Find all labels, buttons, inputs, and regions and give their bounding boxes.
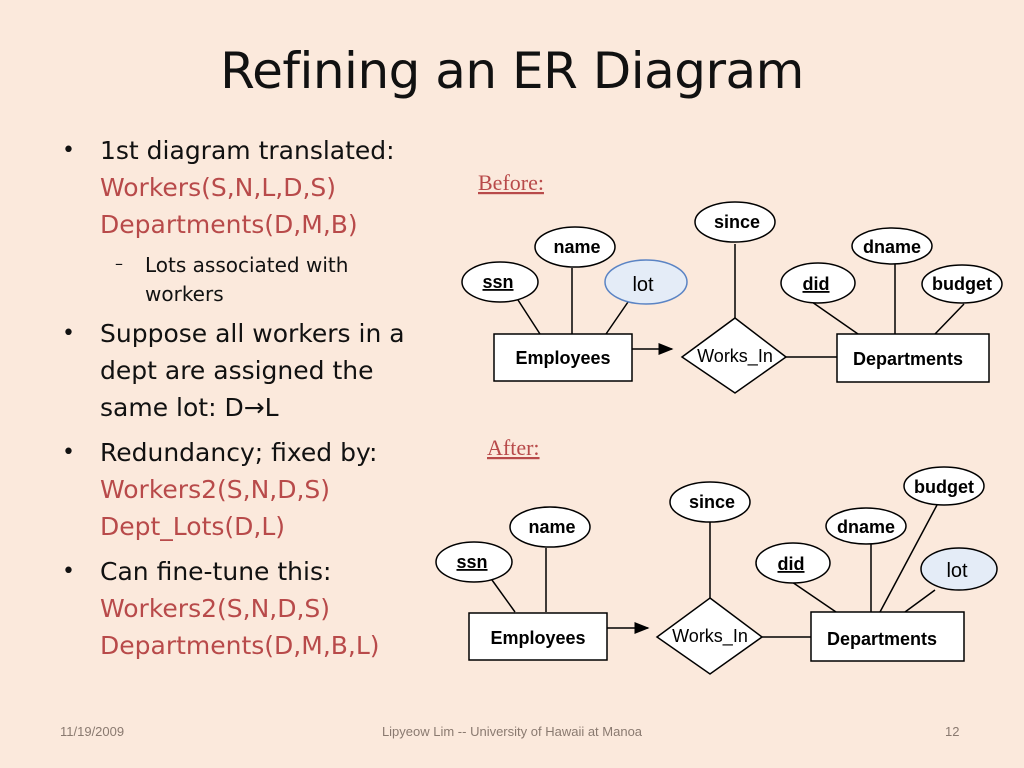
attr-name-label: name — [553, 237, 600, 257]
entity-employees: Employees — [493, 333, 633, 382]
relation-text: Departments(D,M,B) — [100, 210, 358, 239]
footer-date: 11/19/2009 — [60, 724, 125, 739]
attr-name: name — [509, 506, 591, 548]
attr-ssn-label: ssn — [482, 272, 513, 292]
attr-did: did — [755, 542, 831, 584]
before-connectors — [517, 244, 965, 358]
relation-text: Workers(S,N,L,D,S) — [100, 173, 337, 202]
bullet-text: same lot: D→L — [100, 389, 453, 426]
entity-departments-label: Departments — [827, 629, 937, 649]
after-heading: After: — [487, 435, 540, 460]
attr-dname-label: dname — [837, 517, 895, 537]
slide-title: Refining an ER Diagram — [220, 42, 804, 100]
bullet-text: Suppose all workers in a — [100, 319, 405, 348]
relation-text: Departments(D,M,B,L) — [100, 631, 380, 660]
sub-bullet-dash: – — [115, 254, 123, 273]
relationship-works-in-label: Works_In — [672, 626, 748, 647]
bullet-item-4: • Can fine-tune this: Workers2(S,N,D,S) … — [58, 553, 453, 664]
entity-departments-label: Departments — [853, 349, 963, 369]
before-heading: Before: — [478, 170, 544, 195]
sub-bullet-text: workers — [145, 282, 224, 306]
attr-budget-label: budget — [914, 477, 974, 497]
before-diagram: Before: ssn name lot since — [461, 170, 1003, 394]
entity-employees-label: Employees — [515, 348, 610, 368]
attr-dname: dname — [851, 227, 933, 265]
attr-since-label: since — [689, 492, 735, 512]
attr-lot-label: lot — [946, 560, 968, 582]
bullet-text: Can fine-tune this: — [100, 557, 332, 586]
attr-ssn-label: ssn — [456, 552, 487, 572]
sub-bullet-text: Lots associated with — [145, 253, 349, 277]
relation-text: Dept_Lots(D,L) — [100, 512, 286, 541]
attr-budget: budget — [921, 264, 1003, 304]
attr-name: name — [534, 226, 616, 268]
relation-text: Workers2(S,N,D,S) — [100, 475, 331, 504]
after-diagram: After: ssn name since did — [435, 435, 998, 675]
bullet-dot: • — [62, 321, 75, 346]
bullet-text: Redundancy; fixed by: — [100, 438, 378, 467]
relationship-works-in-label: Works_In — [697, 346, 773, 367]
entity-employees: Employees — [468, 612, 608, 661]
entity-departments: Departments — [810, 611, 965, 662]
fd-lhs: same lot: D — [100, 393, 244, 422]
attr-did-label: did — [803, 274, 830, 294]
attr-since-label: since — [714, 212, 760, 232]
attr-lot-highlighted: lot — [920, 547, 998, 591]
entity-employees-label: Employees — [490, 628, 585, 648]
attr-did: did — [780, 262, 856, 304]
sub-bullet-item: – Lots associated with workers — [58, 251, 453, 309]
bullet-item-2: • Suppose all workers in a dept are assi… — [58, 315, 453, 426]
relationship-works-in: Works_In — [655, 597, 764, 675]
bullet-text: 1st diagram translated: — [100, 136, 395, 165]
attr-dname-label: dname — [863, 237, 921, 257]
fd-rhs: L — [264, 393, 279, 422]
bullet-list: • 1st diagram translated: Workers(S,N,L,… — [58, 132, 453, 672]
attr-budget-label: budget — [932, 274, 992, 294]
relation-text: Workers2(S,N,D,S) — [100, 594, 331, 623]
bullet-dot: • — [62, 440, 75, 465]
relationship-works-in: Works_In — [680, 317, 788, 394]
footer-page-number: 12 — [945, 724, 960, 739]
bullet-item-3: • Redundancy; fixed by: Workers2(S,N,D,S… — [58, 434, 453, 545]
bullet-text: dept are assigned the — [100, 356, 374, 385]
bullet-item-1: • 1st diagram translated: Workers(S,N,L,… — [58, 132, 453, 243]
bullet-dot: • — [62, 559, 75, 584]
entity-departments: Departments — [836, 333, 990, 383]
bullet-dot: • — [62, 138, 75, 163]
attr-since: since — [669, 481, 751, 523]
attr-name-label: name — [528, 517, 575, 537]
after-connectors — [491, 504, 938, 638]
attr-lot-label: lot — [632, 274, 654, 296]
arrow-icon: → — [243, 393, 265, 422]
attr-since: since — [694, 201, 776, 243]
attr-budget: budget — [903, 466, 985, 506]
attr-dname: dname — [825, 507, 907, 545]
attr-lot-highlighted: lot — [604, 259, 688, 305]
footer-author: Lipyeow Lim -- University of Hawaii at M… — [381, 724, 643, 739]
attr-ssn: ssn — [435, 541, 513, 583]
attr-did-label: did — [778, 554, 805, 574]
attr-ssn: ssn — [461, 261, 539, 303]
